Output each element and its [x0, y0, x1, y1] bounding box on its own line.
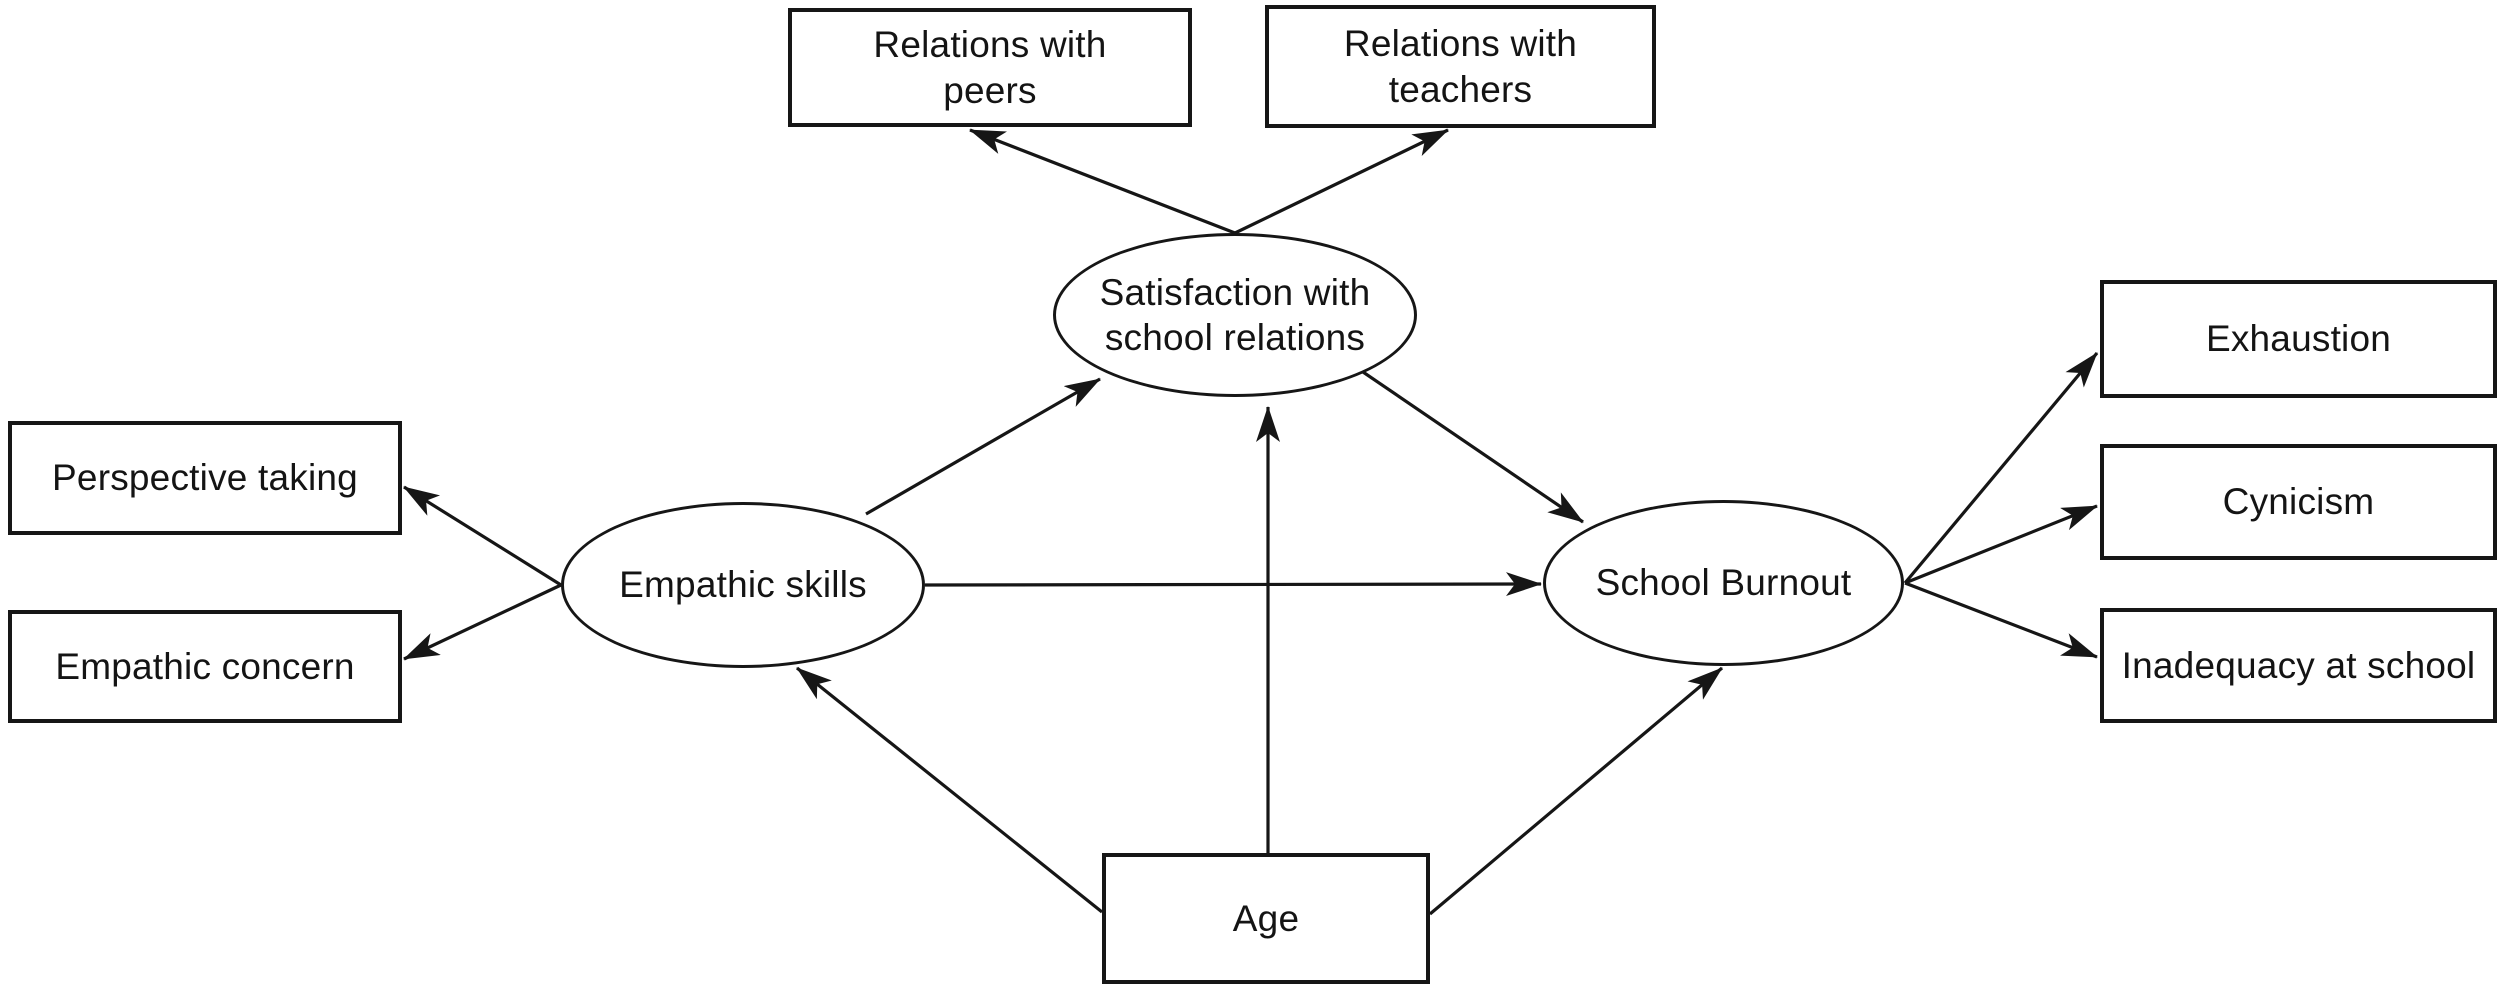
- empathic-skills-label: Empathic skills: [619, 564, 867, 606]
- arrow-school-burnout-to-inadequacy-at-school: [1904, 581, 2098, 659]
- node-relations-with-peers: Relations with peers: [788, 8, 1192, 127]
- arrow-empathic-skills-to-perspective-taking: [403, 485, 562, 587]
- arrow-empathic-skills-to-school-burnout: [924, 572, 1542, 597]
- school-burnout-label: School Burnout: [1595, 562, 1852, 604]
- node-perspective-taking: Perspective taking: [8, 421, 402, 535]
- node-exhaustion: Exhaustion: [2100, 280, 2497, 398]
- arrow-empathic-skills-to-empathic-concern: [403, 583, 562, 661]
- arrow-satisfaction-with-school-relations-to-school-burnout: [1362, 370, 1584, 524]
- age-label: Age: [1232, 897, 1300, 939]
- node-relations-with-teachers: Relations with teachers: [1265, 5, 1656, 128]
- node-empathic-concern: Empathic concern: [8, 610, 402, 723]
- node-school-burnout: School Burnout: [1543, 500, 1904, 666]
- empathic-concern-label: Empathic concern: [55, 645, 355, 687]
- arrow-age-to-school-burnout: [1428, 666, 1724, 916]
- arrow-empathic-skills-to-satisfaction-with-school-relations: [865, 377, 1101, 516]
- cynicism-label: Cynicism: [2222, 481, 2375, 523]
- node-inadequacy-at-school: Inadequacy at school: [2100, 608, 2497, 723]
- node-cynicism: Cynicism: [2100, 444, 2497, 560]
- arrow-school-burnout-to-cynicism: [1904, 504, 2098, 585]
- arrow-school-burnout-to-exhaustion: [1903, 351, 2099, 585]
- perspective-taking-label: Perspective taking: [52, 457, 358, 499]
- exhaustion-label: Exhaustion: [2205, 318, 2392, 360]
- relations-with-peers-label: Relations with peers: [873, 24, 1107, 111]
- node-empathic-skills: Empathic skills: [561, 502, 925, 668]
- node-age: Age: [1102, 853, 1430, 984]
- satisfaction-with-school-relations-label: Satisfaction with school relations: [1099, 271, 1371, 358]
- node-satisfaction-with-school-relations: Satisfaction with school relations: [1053, 233, 1417, 397]
- relations-with-teachers-label: Relations with teachers: [1343, 23, 1578, 110]
- inadequacy-at-school-label: Inadequacy at school: [2121, 644, 2476, 686]
- arrow-satisfaction-with-school-relations-to-relations-with-peers: [969, 128, 1236, 235]
- arrow-age-to-empathic-skills: [796, 666, 1103, 914]
- arrow-satisfaction-with-school-relations-to-relations-with-teachers: [1234, 128, 1449, 235]
